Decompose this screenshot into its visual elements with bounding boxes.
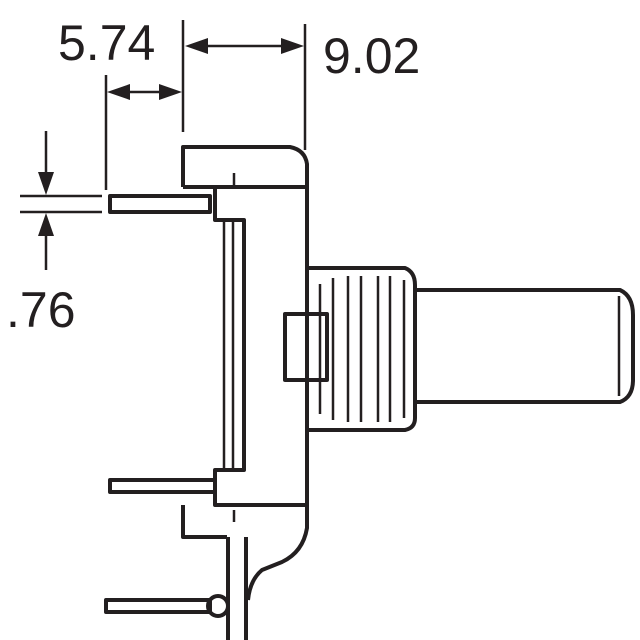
terminal-pins <box>104 194 248 640</box>
dimension-pin-offset: 5.74 <box>58 15 185 190</box>
housing-frame <box>181 145 309 601</box>
dimension-label-pin-offset: 5.74 <box>58 15 155 71</box>
arrowhead-up <box>38 213 54 236</box>
upper-shoulder <box>183 185 307 507</box>
threaded-bushing <box>283 266 417 432</box>
shaft-outline <box>415 288 635 404</box>
bottom-pin <box>104 598 212 614</box>
shaft <box>415 288 635 404</box>
locating-tab <box>283 312 329 382</box>
dimension-pin-thickness: .76 <box>6 131 102 338</box>
arrowhead-right <box>281 38 304 54</box>
vertical-lead <box>226 537 248 640</box>
arrowhead-down <box>38 172 54 195</box>
middle-pin <box>108 478 217 494</box>
bottom-bracket <box>181 505 227 539</box>
dimension-body-depth: 9.02 <box>185 24 420 150</box>
bushing-outline <box>307 266 417 432</box>
dimension-label-body-depth: 9.02 <box>323 28 420 84</box>
arrowhead-right <box>159 84 182 100</box>
upper-pin <box>108 194 212 214</box>
bottom-bracket-curve <box>246 505 309 601</box>
arrowhead-left <box>107 84 130 100</box>
dimension-label-pin-thickness: .76 <box>6 282 76 338</box>
top-bracket <box>181 145 309 187</box>
arrowhead-left <box>185 38 208 54</box>
